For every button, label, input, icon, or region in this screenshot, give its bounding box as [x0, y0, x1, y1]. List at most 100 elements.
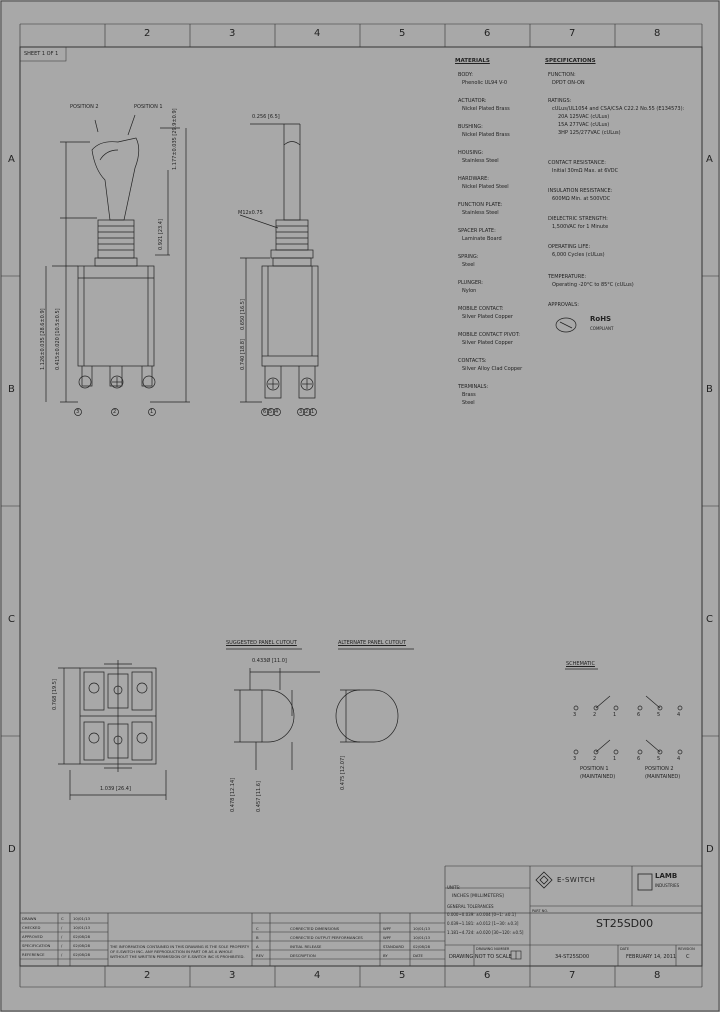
insulation-resistance-value: 600MΩ Min. at 500VDC [552, 196, 611, 202]
suggested-cutout-dim-a: 0.478 [12.14] [230, 777, 236, 812]
brand2-sub: INDUSTRIES [655, 883, 680, 888]
insulation-resistance-label: INSULATION RESISTANCE: [548, 188, 613, 194]
tolerance-line-2: 0.039~1.181: ±0.012 [1~30: ±0.3] [447, 921, 519, 926]
rohs-sub: COMPLIANT [590, 326, 614, 331]
zone-col-8: 8 [654, 28, 661, 39]
temperature-value: Operating -20°C to 85°C (cULus) [552, 282, 634, 288]
material-label: SPRING: [458, 254, 479, 260]
part-number: ST25SD00 [596, 917, 654, 930]
brand-name: E-SWITCH [557, 876, 596, 884]
revision-date: 02/08/28 [413, 944, 431, 949]
material-value: Steel [462, 400, 475, 406]
function-label: FUNCTION: [548, 72, 576, 78]
material-label: TERMINALS: [458, 384, 489, 390]
materials-title: MATERIALS [455, 58, 490, 64]
material-label: HOUSING: [458, 150, 484, 156]
material-label: BUSHING: [458, 124, 483, 130]
function-value: DPDT ON-ON [552, 80, 585, 86]
title-block-frame [19, 865, 703, 967]
date-label: DATE [620, 947, 630, 951]
lamb-logo [637, 873, 653, 891]
approvals-date: 10/01/13 [73, 925, 91, 930]
zone-row-a: A [8, 154, 15, 165]
side-dim-2: 0.921 [23.4] [158, 219, 164, 250]
alternate-cutout-title: ALTERNATE PANEL CUTOUT [338, 640, 407, 646]
revision-desc: DESCRIPTION [290, 953, 316, 958]
temperature-label: TEMPERATURE: [548, 274, 587, 280]
zone-col-8-bottom: 8 [654, 970, 661, 981]
operating-life-label: OPERATING LIFE: [548, 244, 591, 250]
schematic-position-1-sub: (MAINTAINED) [580, 774, 616, 780]
revision-rev: B [256, 935, 259, 940]
approvals-role: SPECIFICATION [22, 943, 51, 948]
revision-date: 10/01/13 [413, 935, 431, 940]
side-term-3: 3 [76, 409, 80, 415]
alternate-cutout-drawing [335, 648, 414, 743]
material-value: Stainless Steel [462, 210, 499, 216]
units-value: INCHES [MILLIMETERS] [452, 894, 504, 899]
zone-col-2: 2 [144, 28, 151, 39]
e-switch-logo [535, 871, 553, 889]
material-value: Nickel Plated Brass [462, 132, 510, 138]
approvals-rev: C [61, 916, 64, 921]
tolerance-line-1: 0.000~0.039: ±0.004 [0~1: ±0.1] [447, 912, 516, 917]
revision-rev: A [256, 944, 259, 949]
revision-date: 10/01/13 [413, 926, 431, 931]
ratings-line-1: cULus/UL1054 and CSA/CSA C22.2 No.55 (E1… [552, 106, 685, 112]
approvals-role: CHECKED [22, 925, 41, 930]
approvals-role: REFERENCE [22, 952, 45, 957]
material-value: Nylon [462, 288, 477, 294]
brand2-name: LAMB [655, 872, 678, 880]
units-label: UNITS: [447, 885, 461, 890]
ratings-label: RATINGS: [548, 98, 572, 104]
side-term-1: 1 [150, 409, 154, 415]
zone-row-c: C [8, 614, 15, 625]
side-dim-4: 0.415±0.020 [10.5±0.5] [55, 308, 61, 370]
material-value: Laminate Board [462, 236, 502, 242]
schematic-term-11: 5 [657, 756, 661, 762]
zone-row-d-right: D [706, 844, 714, 855]
side-term-2: 2 [113, 409, 117, 415]
part-no-label: PART NO. [532, 909, 549, 913]
material-label: CONTACTS: [458, 358, 487, 364]
revision-rev: C [256, 926, 259, 931]
bottom-view-drawing [58, 660, 167, 800]
schematic-drawing [565, 668, 683, 755]
front-term-5: 5 [269, 409, 273, 415]
zone-row-b-right: B [706, 384, 713, 395]
schematic-term-4: 6 [637, 712, 641, 718]
material-value: Stainless Steel [462, 158, 499, 164]
scale-note: DRAWING NOT TO SCALE [449, 954, 512, 960]
zone-row-a-right: A [706, 154, 713, 165]
material-value: Nickel Plated Brass [462, 106, 510, 112]
front-tip-dim: 0.256 [6.5] [252, 114, 280, 120]
zone-col-7-bottom: 7 [569, 970, 576, 981]
tolerance-label: GENERAL TOLERANCES [447, 904, 494, 909]
material-label: SPACER PLATE: [458, 228, 496, 234]
revision-label: REVISION [678, 947, 695, 951]
contact-resistance-label: CONTACT RESISTANCE: [548, 160, 606, 166]
ratings-line-4: 3HP 125/277VAC (cULus) [558, 130, 621, 136]
bottom-height-dim: 0.768 [19.5] [52, 679, 58, 710]
position-1-label: POSITION 1 [134, 104, 163, 110]
front-lower-dim: 0.740 [18.8] [240, 339, 246, 370]
material-value: Nickel Plated Steel [462, 184, 509, 190]
approvals-rev: / [61, 934, 63, 939]
zone-col-6-bottom: 6 [484, 970, 491, 981]
material-label: MOBILE CONTACT: [458, 306, 504, 312]
drawing-number-label: DRAWING NUMBER [476, 947, 510, 951]
confidentiality-notice: THE INFORMATION CONTAINED IN THIS DRAWIN… [110, 944, 250, 959]
revision-by: BY [383, 953, 388, 958]
contact-resistance-value: Initial 30mΩ Max. at 6VDC [552, 168, 619, 174]
zone-row-b: B [8, 384, 15, 395]
bottom-width-dim: 1.039 [26.4] [100, 786, 131, 792]
zone-col-3: 3 [229, 28, 236, 39]
schematic-term-10: 6 [637, 756, 641, 762]
ratings-line-3: 15A 277VAC (cULus) [558, 122, 610, 128]
revision-rev: REV [256, 953, 264, 958]
operating-life-value: 6,000 Cycles (cULus) [552, 252, 605, 258]
thread-spec: M12x0.75 [238, 210, 263, 216]
schematic-term-7: 3 [573, 756, 577, 762]
front-view-drawing [239, 123, 319, 416]
